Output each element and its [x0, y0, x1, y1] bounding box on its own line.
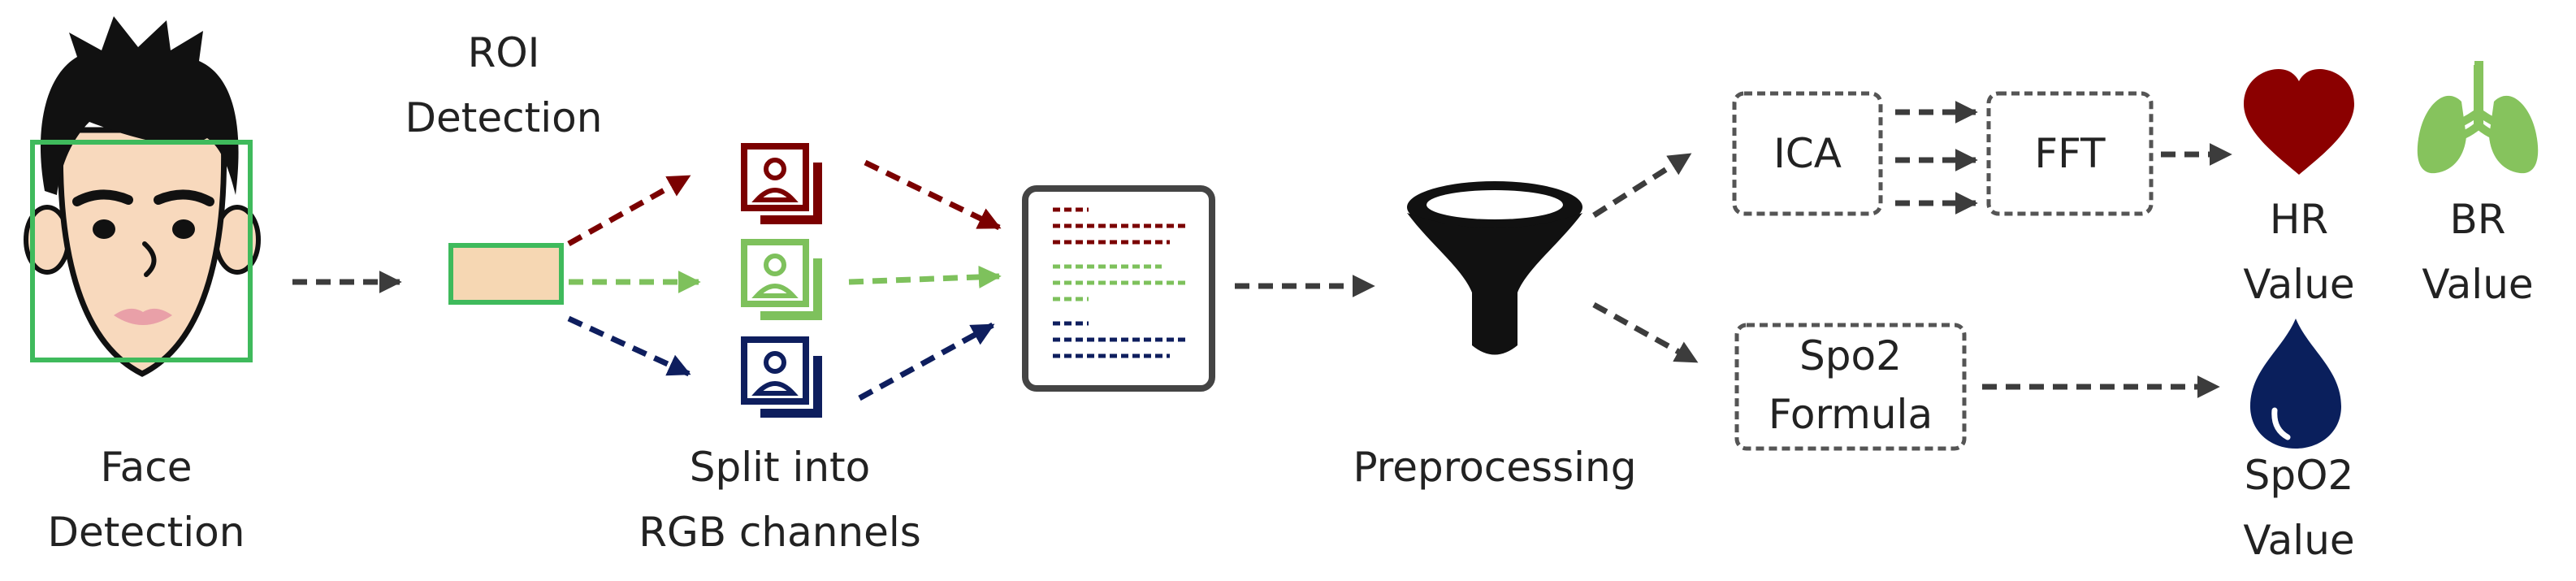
face-icon — [24, 16, 261, 377]
arrow-red-to-signals — [864, 159, 1002, 231]
spo2-formula-box — [1734, 323, 1967, 451]
drop-icon — [2250, 319, 2341, 449]
arrow-roi-to-red — [567, 173, 691, 247]
spo2-formula-label: Spo2 Formula — [1768, 332, 1933, 438]
face-detection-label: Face Detection — [47, 444, 245, 556]
arrow-blue-to-signals — [858, 322, 995, 401]
arrow-green-to-signals — [848, 265, 1002, 288]
preprocessing-label: Preprocessing — [1353, 444, 1637, 491]
signal-document-icon — [1022, 185, 1215, 392]
fft-box — [1986, 91, 2154, 216]
arrow-preprocessing-to-ica — [1592, 152, 1692, 218]
red-channel-image-icon — [741, 143, 822, 224]
arrow-roi-to-blue — [567, 315, 691, 377]
fft-label: FFT — [2034, 130, 2106, 177]
blue-channel-image-icon — [741, 336, 822, 418]
lungs-icon — [2417, 61, 2539, 174]
green-channel-image-icon — [741, 239, 822, 320]
spo2-value-label: SpO2 Value — [2243, 452, 2355, 564]
roi-box — [448, 243, 564, 305]
heart-icon — [2244, 69, 2354, 175]
funnel-icon — [1407, 181, 1582, 355]
face-detection-frame — [30, 140, 253, 362]
ica-label: ICA — [1773, 130, 1842, 177]
ica-box — [1732, 91, 1883, 216]
arrow-preprocessing-to-spo2 — [1592, 301, 1699, 365]
br-value-label: BR Value — [2422, 196, 2534, 308]
hr-value-label: HR Value — [2243, 196, 2355, 308]
split-channels-label: Split into RGB channels — [639, 444, 921, 556]
roi-detection-label: ROI Detection — [405, 29, 603, 141]
drop-highlight — [2271, 407, 2291, 440]
